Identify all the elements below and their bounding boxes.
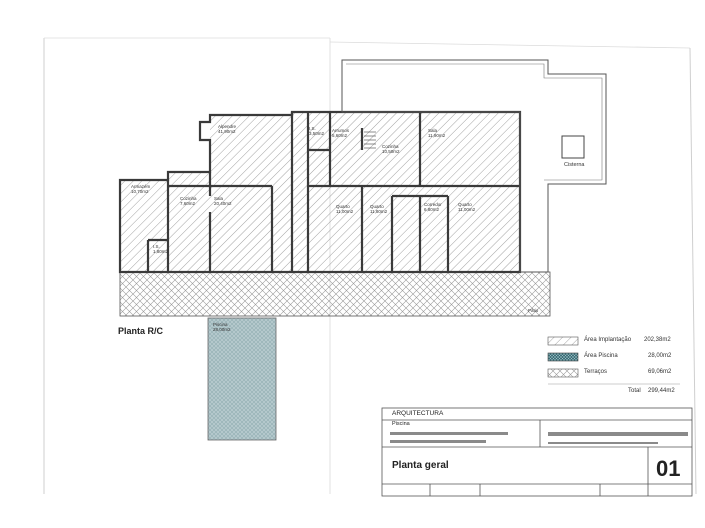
legend-label-piscina: Área Piscina [584,353,618,359]
legend-total-label: Total [628,388,641,394]
room-label-cisterna: Cisterna [564,162,585,168]
title-block-frame [381,407,693,497]
legend-value-terracos: 69,06m2 [648,369,672,375]
legend-label-implantacao: Área Implantação [584,337,632,343]
legend-total-value: 299,44m2 [648,388,675,394]
legend-swatch-implantacao [547,336,579,346]
room-label-is-1: I.S.3,50m2 [309,126,325,137]
legend-swatch-terracos [547,368,579,378]
legend-value-implantacao: 202,38m2 [644,337,671,343]
page-left [43,37,330,494]
stairs [364,131,376,149]
courtyard-outline [341,59,607,273]
legend-value-piscina: 28,00m2 [648,353,672,359]
terrace-strip [119,271,551,317]
legend-label-terracos: Terraços [584,369,608,375]
redacted-info [390,432,688,444]
title-block-discipline: ARQUITECTURA [392,410,444,417]
title-block-project: Piscina [392,421,410,427]
pool [207,317,277,441]
legend-swatch-piscina [547,352,579,362]
room-label-is-2: I.S.1,80m2 [153,244,169,255]
plan-title: Planta R/C [118,326,164,336]
walls [118,110,522,274]
title-block-sheet-number: 01 [656,456,681,481]
title-block-drawing-title: Planta geral [392,460,449,471]
cisterna-square [561,135,585,159]
room-label-patio: Pátio [528,308,539,313]
